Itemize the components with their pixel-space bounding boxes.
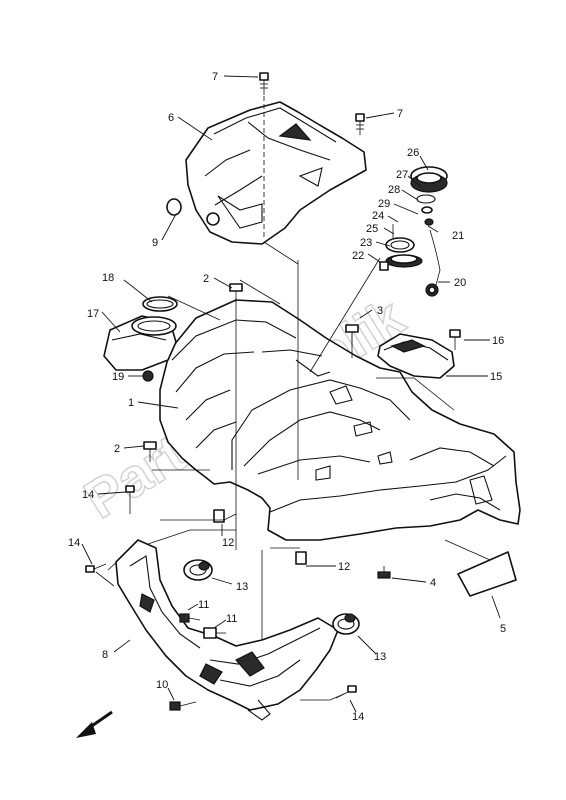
callout-21: 21 xyxy=(452,230,464,242)
callout-12-left: 12 xyxy=(222,537,234,549)
callout-20: 20 xyxy=(454,277,466,289)
bolt-7-top xyxy=(259,72,269,240)
screw-14-bottom-right xyxy=(335,685,357,699)
callout-3: 3 xyxy=(377,305,383,317)
storage-box xyxy=(103,296,178,382)
callout-13-left: 13 xyxy=(236,581,248,593)
callout-22: 22 xyxy=(352,250,364,262)
bolt-2-top xyxy=(229,283,243,302)
callout-13-right: 13 xyxy=(374,651,386,663)
bolt-4 xyxy=(377,566,391,579)
bolt-16 xyxy=(449,329,461,350)
front-upper-cover xyxy=(185,101,367,245)
callout-7-right: 7 xyxy=(397,108,403,120)
callout-labels: 7 7 6 9 26 27 28 29 24 25 21 23 22 20 18… xyxy=(68,71,506,723)
bolt-3 xyxy=(345,324,359,346)
callout-11-b: 11 xyxy=(226,613,237,625)
screw-14-bottom-left xyxy=(85,563,107,573)
callout-14-bottom-right: 14 xyxy=(352,711,364,723)
leader-lines xyxy=(81,75,501,713)
assembly-lines xyxy=(95,241,491,701)
lower-guard xyxy=(115,539,339,721)
callout-25: 25 xyxy=(366,223,378,235)
bolt-11-a xyxy=(179,613,201,623)
callout-8: 8 xyxy=(102,649,108,661)
callout-17: 17 xyxy=(87,308,99,320)
grommet-9 xyxy=(166,198,182,216)
callout-6: 6 xyxy=(168,112,174,124)
callout-12-right: 12 xyxy=(338,561,350,573)
callout-14-left: 14 xyxy=(82,489,94,501)
bolt-2-left xyxy=(143,441,157,462)
callout-18: 18 xyxy=(102,272,114,284)
plate-5 xyxy=(457,551,517,597)
callout-19: 19 xyxy=(112,371,124,383)
front-direction-arrow-icon xyxy=(76,710,113,738)
callout-16: 16 xyxy=(492,335,504,347)
callout-15: 15 xyxy=(490,371,502,383)
callout-26: 26 xyxy=(407,147,419,159)
bolt-11-b xyxy=(203,627,226,639)
callout-29: 29 xyxy=(378,198,390,210)
front-fender xyxy=(159,299,521,565)
side-panel-15 xyxy=(377,333,455,379)
callout-27: 27 xyxy=(396,169,408,181)
grommet-13-right xyxy=(332,613,360,635)
fuel-cap-assembly xyxy=(379,166,448,297)
grommet-13-left xyxy=(183,559,213,581)
screw-14-left xyxy=(125,485,135,514)
callout-10: 10 xyxy=(156,679,168,691)
callout-2-top: 2 xyxy=(203,273,209,285)
callout-14-bottom-left: 14 xyxy=(68,537,80,549)
callout-23: 23 xyxy=(360,237,372,249)
callout-28: 28 xyxy=(388,184,400,196)
bolt-10 xyxy=(169,701,197,711)
callout-1: 1 xyxy=(128,397,134,409)
callout-5: 5 xyxy=(500,623,506,635)
callout-24: 24 xyxy=(372,210,384,222)
callout-2-left: 2 xyxy=(114,443,120,455)
callout-4: 4 xyxy=(430,577,436,589)
callout-11-a: 11 xyxy=(198,599,209,611)
callout-9: 9 xyxy=(152,237,158,249)
callout-7-top: 7 xyxy=(212,71,218,83)
bolt-7-right xyxy=(355,113,365,135)
